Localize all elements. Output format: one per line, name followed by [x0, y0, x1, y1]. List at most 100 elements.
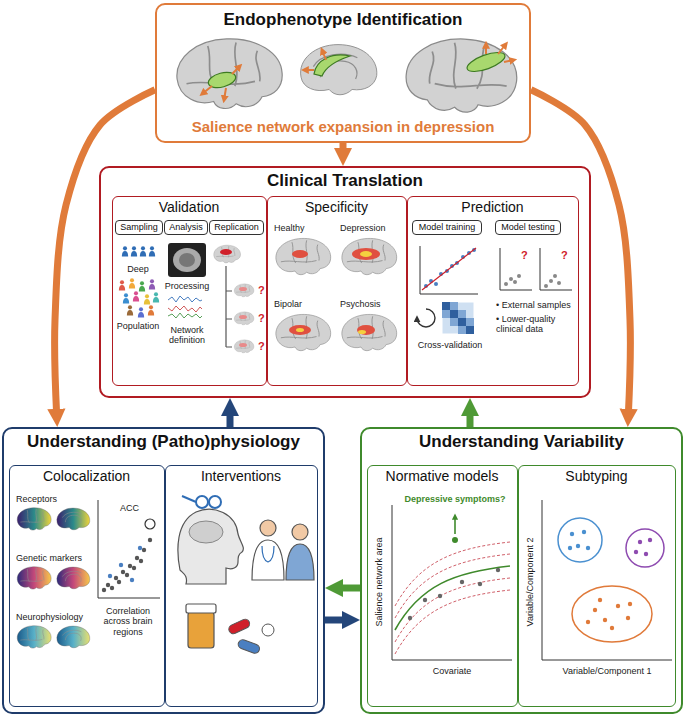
- data-dot: [549, 279, 553, 283]
- data-dot: [139, 559, 143, 563]
- data-dot: [582, 530, 586, 534]
- axis-label: Correlation across brain regions: [94, 606, 162, 637]
- scatter-dots: [108, 546, 142, 582]
- deviation-arrow: [454, 516, 456, 534]
- query-mark: ?: [521, 249, 528, 262]
- data-dot: [634, 550, 638, 554]
- group-label: Genetic markers: [16, 553, 82, 563]
- data-dot: [128, 564, 132, 568]
- data-dot: [148, 538, 152, 542]
- person-icon: [144, 294, 150, 304]
- data-dot: [130, 578, 134, 582]
- brain-icon: [234, 284, 254, 297]
- person-icon: [129, 278, 135, 288]
- salience-core: [360, 251, 372, 257]
- person-icon: [149, 279, 155, 289]
- data-dot: [598, 598, 602, 602]
- stage-box: Endophenotype IdentificationSalience net…: [155, 3, 531, 143]
- data-dot: [460, 580, 464, 584]
- data-dot: [423, 598, 427, 602]
- person-icon: [139, 281, 145, 291]
- box-title: Clinical Translation: [267, 171, 423, 191]
- cluster-dots: [634, 538, 652, 556]
- data-dot: [626, 616, 630, 620]
- mri-image: [168, 243, 206, 277]
- person-icon: [149, 246, 155, 256]
- expansion-arrow: [504, 60, 514, 62]
- data-dot: [478, 582, 482, 586]
- stethoscope: [262, 546, 274, 562]
- stimulation-coil: [209, 496, 221, 508]
- expansion-arrow: [232, 66, 240, 74]
- tablet: [262, 624, 274, 636]
- box-title: Normative models: [386, 468, 499, 485]
- scatter-dots: [504, 274, 521, 286]
- salience-core: [358, 330, 366, 334]
- brain-lateral: [406, 39, 517, 112]
- heatmap-cell: [458, 318, 466, 326]
- patient-head: [292, 524, 308, 540]
- bottle-cap: [186, 604, 216, 613]
- mri-brain-core: [179, 253, 195, 267]
- brain-icon: [276, 314, 331, 350]
- expansion-arrow: [322, 50, 326, 60]
- mri-brain: [173, 248, 201, 272]
- highlight-dot: [145, 519, 155, 529]
- salience-region: [352, 248, 380, 260]
- brain-icon: [234, 340, 254, 353]
- group-label: Population: [114, 321, 162, 331]
- brain-icon: [276, 238, 331, 274]
- scatter-dots: [102, 538, 152, 592]
- axis-label: Variable/Component 2: [525, 538, 535, 627]
- network-overlay: [239, 343, 247, 347]
- doctor-body: [252, 540, 284, 580]
- data-dot: [517, 274, 521, 278]
- data-dot: [513, 280, 517, 284]
- plot-axes: [98, 500, 160, 598]
- group-label: Cross-validation: [410, 340, 490, 350]
- box-subtitle: Salience network expansion in depression: [192, 118, 495, 136]
- network-overlay: [239, 315, 247, 319]
- heatmap-cell: [450, 318, 458, 326]
- group-label: Bipolar: [274, 299, 302, 309]
- group-label: Depression: [340, 223, 386, 233]
- coil-handle: [182, 496, 196, 502]
- step-label: Analysis: [169, 221, 203, 234]
- box-title: Subtyping: [565, 468, 627, 485]
- person-icon: [138, 307, 144, 317]
- brain-map: [57, 567, 90, 589]
- heatmap-cell: [450, 310, 458, 318]
- data-dot: [132, 566, 136, 570]
- stage-box: Understanding (Patho)physiologyColocaliz…: [2, 427, 325, 714]
- heatmap-cell: [442, 302, 450, 310]
- data-dot: [434, 282, 438, 286]
- person-icon: [133, 291, 139, 301]
- heatmap-cells: [442, 302, 474, 334]
- percentile-curve: [395, 590, 510, 654]
- data-dot: [586, 620, 590, 624]
- signal-trace: [168, 313, 202, 318]
- group-label: Processing: [163, 281, 211, 291]
- step-pill: Model testing: [495, 220, 561, 235]
- heatmap: [442, 302, 474, 334]
- group-label: Neurophysiology: [16, 612, 83, 622]
- brain-icon: [234, 312, 254, 325]
- data-dot: [142, 548, 146, 552]
- person-icon: [153, 292, 159, 302]
- heatmap-cell: [450, 302, 458, 310]
- panel-box: Interventions: [165, 465, 318, 707]
- cluster-outline: [626, 529, 664, 567]
- heatmap-cells: [442, 302, 474, 334]
- data-dot: [628, 602, 632, 606]
- cycle-arrow: [417, 309, 435, 327]
- data-dot: [119, 563, 123, 567]
- data-dot: [110, 586, 114, 590]
- median-curve: [395, 566, 510, 630]
- percentile-curve: [395, 554, 510, 618]
- fit-line: [422, 248, 476, 290]
- doctor-head: [260, 520, 276, 536]
- data-dot: [593, 608, 597, 612]
